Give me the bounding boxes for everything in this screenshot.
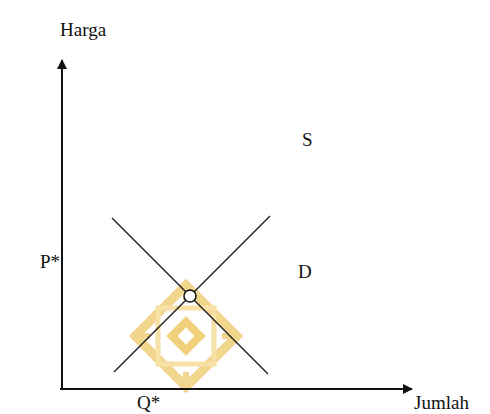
quantity-axis bbox=[60, 388, 412, 390]
supply-curve bbox=[114, 216, 270, 372]
curve-label: S bbox=[302, 130, 313, 149]
price-label: P* bbox=[40, 252, 60, 271]
axis-title: Jumlah bbox=[414, 393, 469, 412]
equilibrium-point bbox=[184, 290, 196, 302]
curve-label: D bbox=[298, 262, 312, 281]
quantity-label: Q* bbox=[137, 393, 160, 412]
price-axis bbox=[61, 60, 63, 390]
axis-title: Harga bbox=[60, 20, 106, 39]
